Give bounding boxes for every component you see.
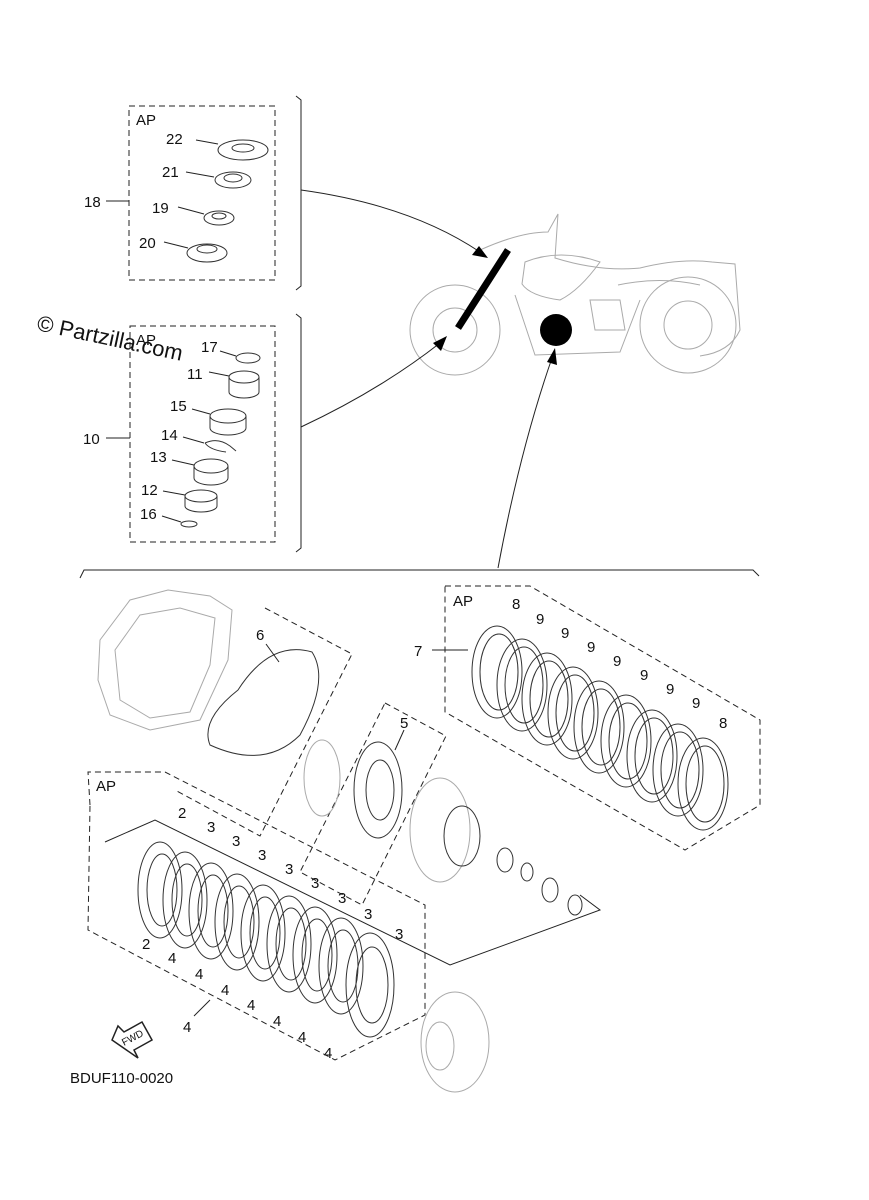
- clutch-plate: [137, 841, 183, 939]
- callout-3: 3: [338, 890, 346, 907]
- callout-20: 20: [139, 235, 156, 252]
- callout-3: 3: [285, 861, 293, 878]
- group-label-ap: AP: [453, 593, 473, 610]
- callout-4: 4: [247, 997, 255, 1014]
- callout-18: 18: [84, 194, 101, 211]
- clutch-pack-group: AP: [87, 771, 602, 1093]
- callout-15: 15: [170, 398, 187, 415]
- forward-arrow-icon: FWD: [111, 1020, 154, 1059]
- steering-lower-group: AP: [83, 313, 302, 553]
- callout-12: 12: [141, 482, 158, 499]
- callout-4: 2: [142, 936, 150, 953]
- clutch-plate: [345, 932, 395, 1038]
- seal-part-17: [219, 350, 261, 364]
- callout-4: 4: [168, 950, 176, 967]
- friction-plate-9: [496, 638, 548, 732]
- spring-plate-part-5: [353, 741, 403, 839]
- friction-plate-9: [600, 694, 652, 788]
- friction-plate-9: [573, 680, 625, 774]
- bearing-part-19: [177, 206, 235, 226]
- callout-9: 9: [587, 639, 595, 656]
- gasket-group: 6: [174, 607, 353, 837]
- clutch-plate: [266, 895, 312, 993]
- callout-9: 9: [640, 667, 648, 684]
- bearing-part-21: [185, 171, 252, 189]
- collar-part-11: [208, 370, 260, 399]
- clutch-housing-gear: [420, 991, 490, 1093]
- friction-plate-8: [471, 625, 523, 719]
- friction-plate-9: [547, 666, 599, 760]
- crankcase-cover: [97, 589, 233, 731]
- callout-19: 19: [152, 200, 169, 217]
- bearing-seal-part-22: [195, 139, 269, 161]
- callout-14: 14: [161, 427, 178, 444]
- callout-9: 9: [613, 653, 621, 670]
- callout-10: 10: [83, 431, 100, 448]
- friction-plate-9: [652, 723, 704, 817]
- callout-4: 4: [298, 1029, 306, 1046]
- motorcycle-silhouette: [409, 213, 741, 376]
- callout-9: 9: [536, 611, 544, 628]
- friction-plate-8: [677, 737, 729, 831]
- bearing-part-15: [191, 408, 247, 436]
- callout-8: 8: [512, 596, 520, 613]
- group-label-ap: AP: [96, 778, 116, 795]
- callout-4: 4: [324, 1045, 332, 1062]
- callout-9: 9: [561, 625, 569, 642]
- callout-4: 4: [221, 982, 229, 999]
- callout-13: 13: [150, 449, 167, 466]
- clutch-plate: [240, 884, 286, 982]
- callout-4: 4: [195, 966, 203, 983]
- callout-3: 3: [364, 906, 372, 923]
- race-part-20: [163, 241, 228, 263]
- clutch-plate: [318, 917, 364, 1015]
- callout-4: 4: [273, 1013, 281, 1030]
- callout-16: 16: [140, 506, 157, 523]
- circlip-part-14: [182, 436, 237, 453]
- callout-6: 6: [256, 627, 264, 644]
- callout-11: 11: [187, 366, 203, 383]
- gasket-part-6: [207, 649, 320, 756]
- diagram-code: BDUF110-0020: [70, 1070, 173, 1087]
- callout-5: 5: [400, 715, 408, 732]
- callout-3: 3: [207, 819, 215, 836]
- section-divider: [79, 569, 760, 579]
- clutch-plate: [214, 873, 260, 971]
- clutch-plate: [292, 906, 338, 1004]
- callout-9: 9: [692, 695, 700, 712]
- callout-2: 3: [395, 926, 403, 943]
- pressure-plate-group: 5: [299, 702, 583, 916]
- leader-arrows: [300, 189, 557, 569]
- friction-plate-9: [626, 709, 678, 803]
- bearing-part-13: [171, 458, 229, 486]
- callout-7: 7: [414, 643, 422, 660]
- callout-3: 3: [311, 875, 319, 892]
- collar-part-12: [162, 489, 218, 513]
- watermark: © Partzilla.com: [35, 310, 185, 365]
- friction-plate-9: [521, 652, 573, 746]
- callout-3: 3: [232, 833, 240, 850]
- group-label-ap: AP: [136, 112, 156, 129]
- washer-part-16: [161, 515, 198, 528]
- clutch-plate: [162, 851, 208, 949]
- callout-22: 22: [166, 131, 183, 148]
- callout-8: 8: [719, 715, 727, 732]
- group-label-ap: AP: [136, 332, 156, 349]
- callout-17: 17: [201, 339, 218, 356]
- steering-upper-group: AP 22 21 19 20 18: [84, 95, 302, 291]
- clutch-boss: [409, 777, 583, 916]
- callout-2: 2: [178, 805, 186, 822]
- clutch-plate-kit-group: AP 7: [414, 585, 761, 851]
- clutch-plate: [188, 862, 234, 960]
- callout-3: 3: [258, 847, 266, 864]
- callout-1: 4: [183, 1019, 191, 1036]
- callout-21: 21: [162, 164, 179, 181]
- callout-9: 9: [666, 681, 674, 698]
